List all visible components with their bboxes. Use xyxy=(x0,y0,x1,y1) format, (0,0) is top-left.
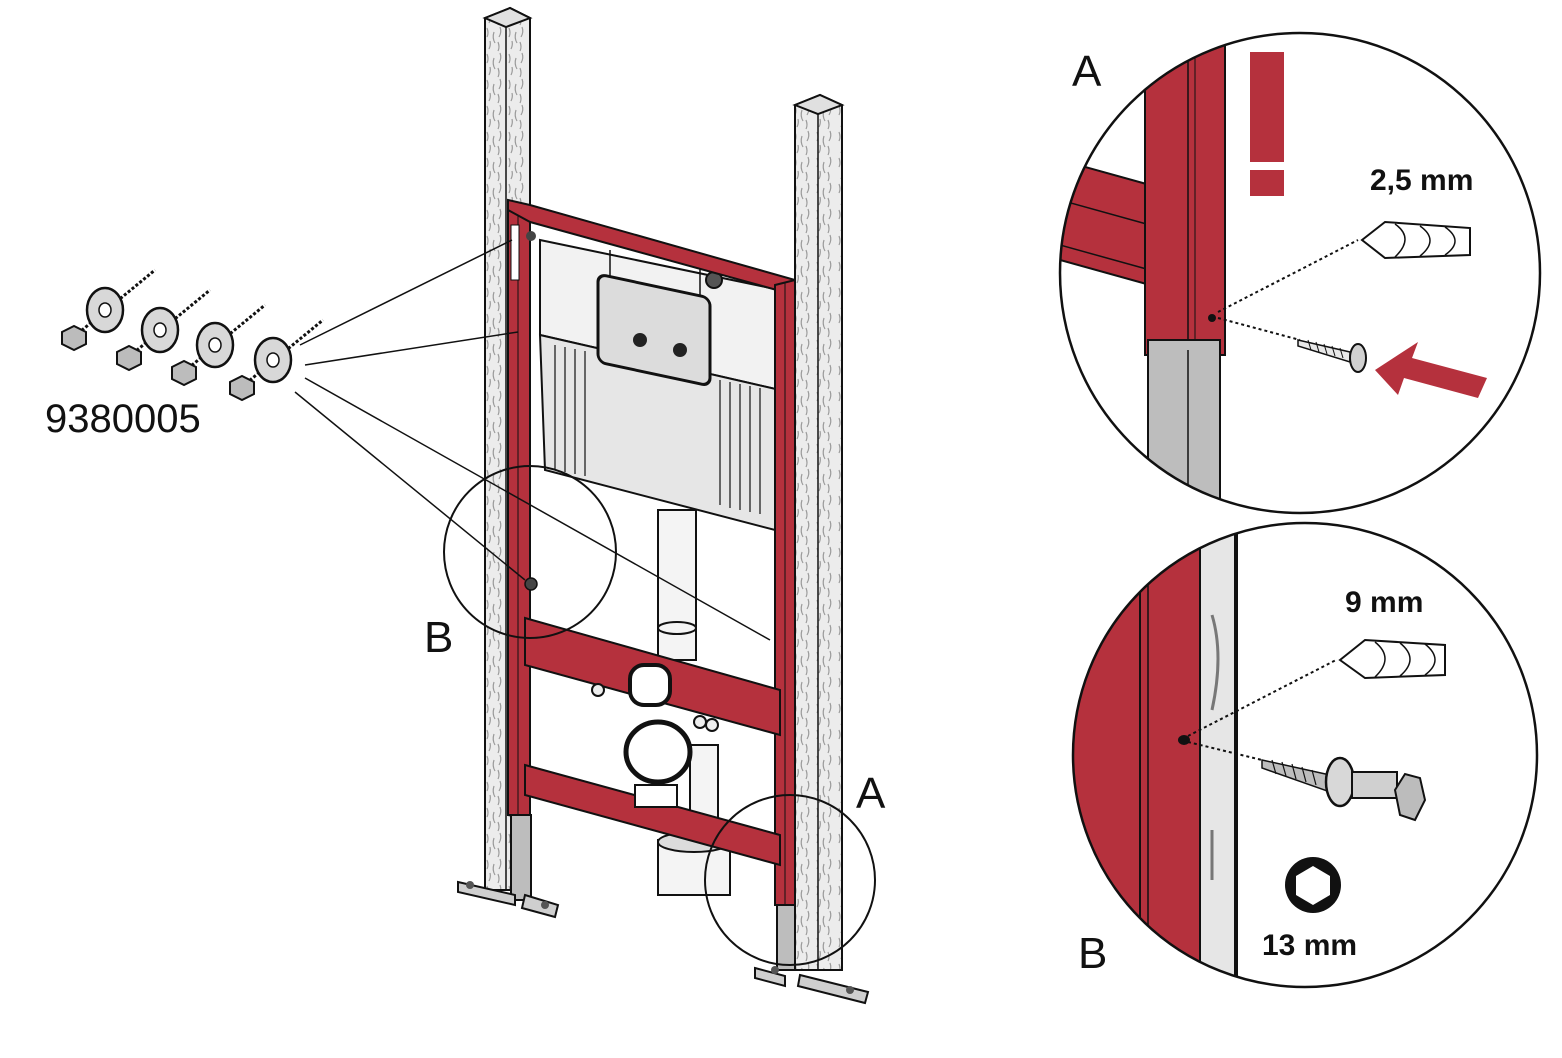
bolt-icon xyxy=(229,318,324,402)
screw-icon xyxy=(1297,339,1367,373)
flush-mechanism xyxy=(596,271,723,386)
callout-label-a: A xyxy=(856,769,886,818)
callout-circle-b xyxy=(443,465,617,639)
exclamation-icon xyxy=(1250,52,1284,196)
drill-bit-icon xyxy=(1360,220,1471,260)
frame-feet xyxy=(457,814,870,1005)
installation-frame xyxy=(507,198,796,906)
right-wooden-stud xyxy=(792,93,845,971)
drill-guide-b xyxy=(1187,659,1337,737)
part-number-label: 9380005 xyxy=(45,397,201,441)
drill-size-b: 9 mm xyxy=(1345,586,1423,619)
callout-circle-a xyxy=(704,794,876,966)
bolt-icon xyxy=(116,288,211,372)
detail-a-title: A xyxy=(1072,47,1102,96)
callout-label-b: B xyxy=(424,613,453,662)
detail-a: A 2,5 mm xyxy=(1058,31,1542,515)
bolt-icon xyxy=(171,303,266,387)
bolt-icon xyxy=(61,268,156,352)
cistern-ribs xyxy=(554,345,761,514)
leader-lines xyxy=(294,239,771,641)
drill-bit-icon xyxy=(1338,638,1446,680)
insert-arrow-icon xyxy=(1375,342,1487,398)
detail-b-title: B xyxy=(1078,929,1107,978)
concealed-cistern xyxy=(538,238,782,532)
hex-socket-icon xyxy=(1285,857,1341,913)
drill-size-a: 2,5 mm xyxy=(1370,164,1473,197)
bolt-set xyxy=(61,268,324,402)
flush-pipe xyxy=(657,509,697,661)
screw-guide-a xyxy=(1217,317,1301,341)
wrench-size-label: 13 mm xyxy=(1262,929,1357,962)
detail-b: B 9 mm 13 mm xyxy=(1071,521,1539,989)
screw-guide-b xyxy=(1187,741,1263,761)
drill-guide-a xyxy=(1217,239,1359,313)
bolt-icon xyxy=(1261,756,1427,822)
